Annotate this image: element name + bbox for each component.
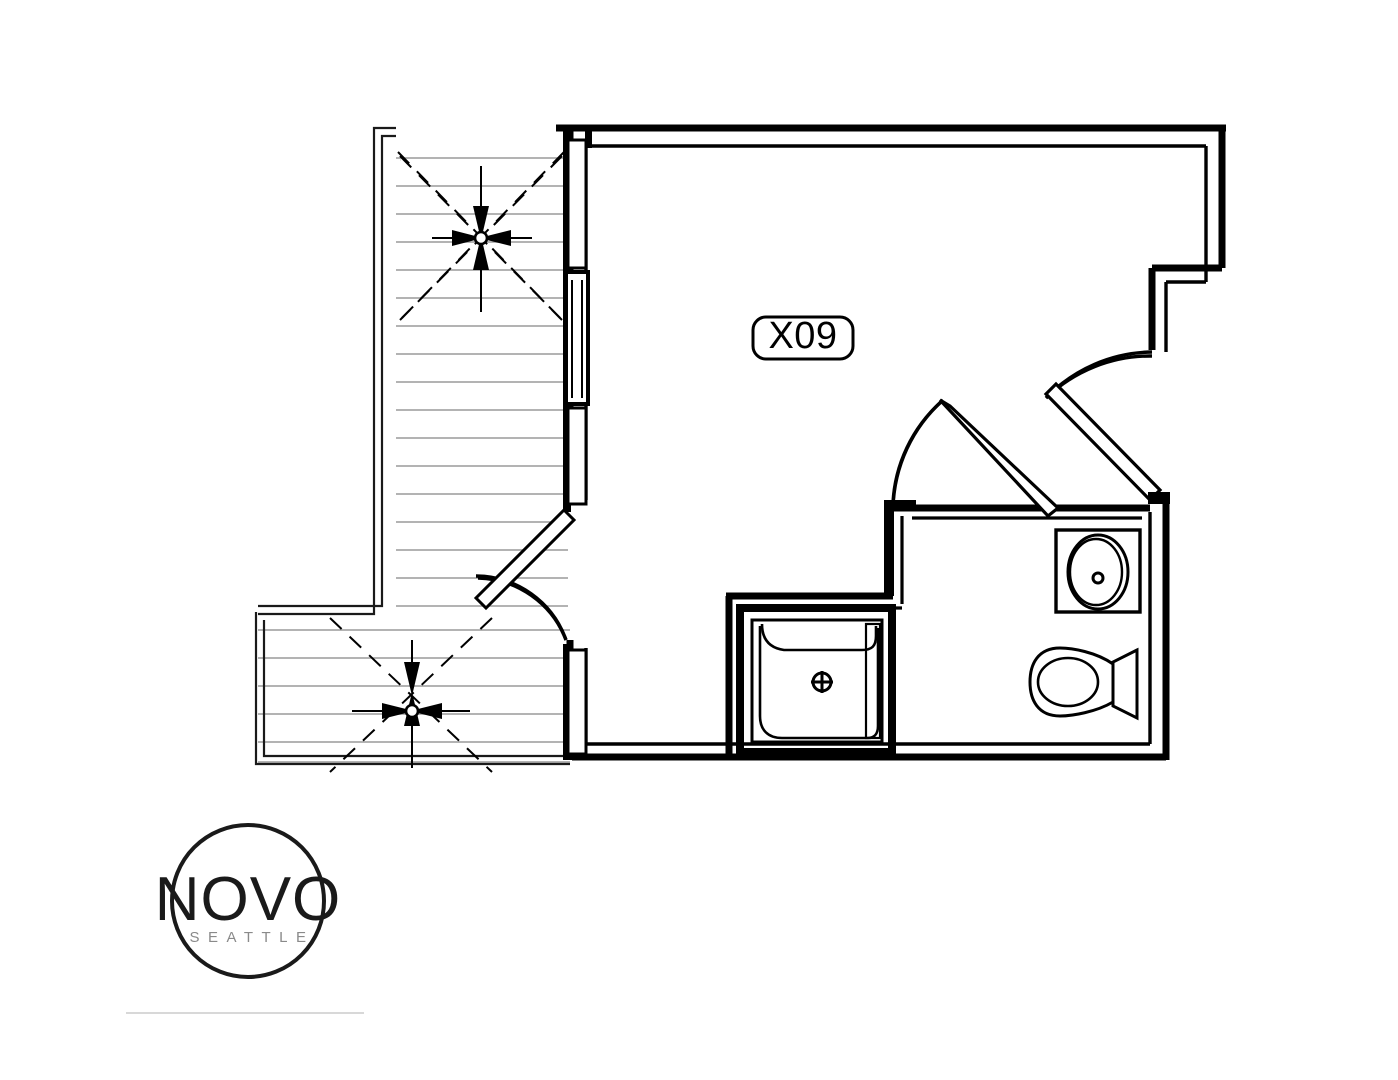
logo-block: NOVO SEATTLE	[126, 782, 374, 1014]
unit-label: X09	[751, 315, 855, 361]
glazed-panel-left	[564, 270, 590, 406]
deck-drain-lower	[404, 703, 420, 719]
window-lower-left	[566, 406, 588, 506]
deck-lower-hatch	[258, 612, 570, 764]
unit-label-text: X09	[768, 315, 837, 357]
toilet	[1028, 646, 1139, 721]
window-upper-left	[566, 138, 588, 270]
unit-label-box	[751, 315, 855, 361]
slope-to-drain-upper	[397, 151, 565, 323]
logo-circle	[170, 823, 326, 979]
deck-railing-lower	[254, 612, 570, 766]
bathroom-door	[891, 398, 1061, 519]
deck-drain-upper	[473, 230, 489, 246]
shower-pan	[736, 604, 896, 756]
logo-wordmark: NOVO	[155, 865, 342, 934]
wall-stub-entry	[884, 500, 916, 596]
deck-door	[473, 507, 577, 641]
slope-to-drain-lower	[329, 617, 493, 773]
wall-left-lower	[563, 644, 588, 760]
shower-drain	[811, 671, 833, 693]
vanity-sink	[1054, 528, 1142, 614]
deck-railing-upper	[258, 126, 396, 616]
sink-drain	[1091, 571, 1105, 585]
unit-walls-inner-face	[584, 144, 1208, 746]
window-assembly-left	[563, 128, 592, 512]
logo-subtitle: SEATTLE	[189, 929, 314, 946]
entry-door	[1043, 350, 1170, 504]
